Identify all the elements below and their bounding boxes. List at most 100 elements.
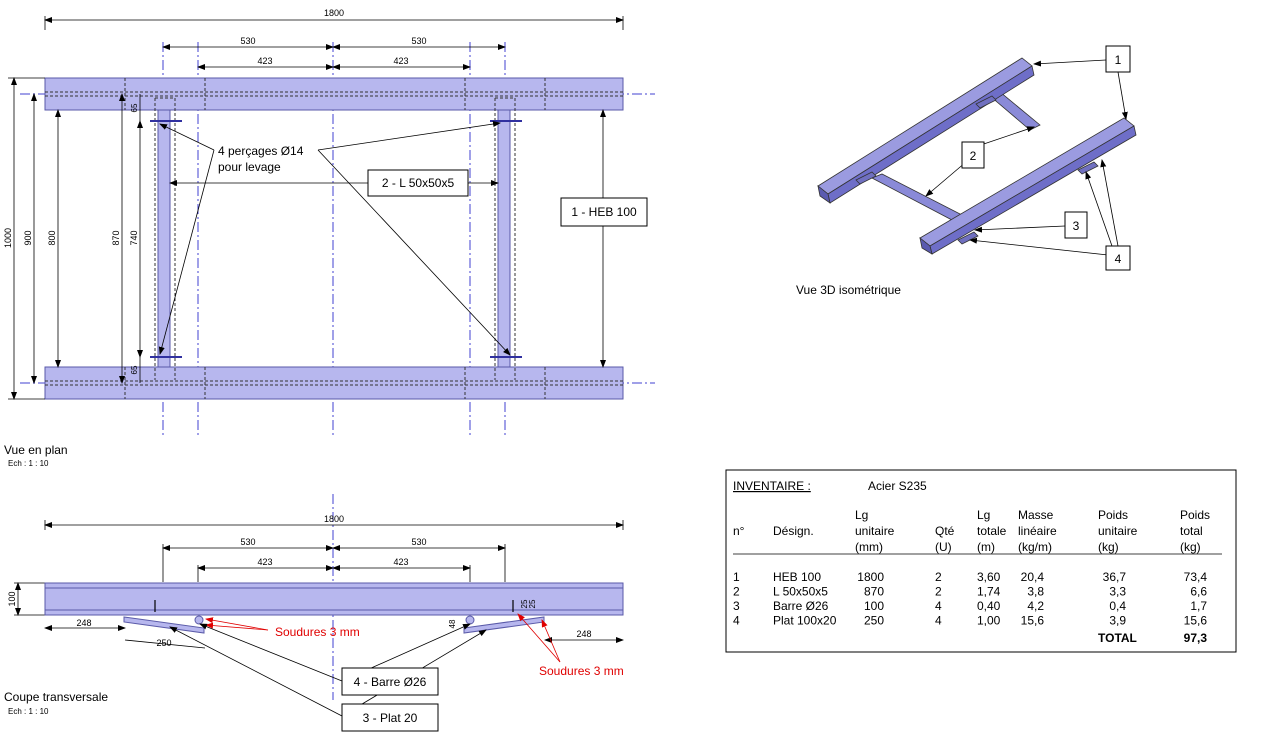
sec-dim-248-left: 248 [76,618,91,628]
hdr-qty-1: Qté [935,524,955,538]
sec-dim-25b: 25 [528,599,537,608]
iso-callout-1: 1 [1115,53,1122,67]
cell-total-length: 3,60 [977,570,1001,584]
hdr-uw-3: (kg) [1098,540,1119,554]
cell-designation: Barre Ø26 [773,599,829,613]
section-view-scale: Ech : 1 : 10 [8,707,49,716]
heb-beam-top [44,77,624,111]
section-plate-left [123,616,205,634]
weld-label-right: Soudures 3 mm [539,664,624,678]
cell-length: 870 [864,585,884,599]
sec-dim-half-left: 530 [240,537,255,547]
hdr-length-1: Lg [855,508,868,522]
plate-label: 3 - Plat 20 [363,711,418,725]
hdr-lm-1: Masse [1018,508,1054,522]
cell-qty: 4 [935,599,942,613]
section-view: 1800 530 530 423 423 100 248 248 250 48 … [4,494,624,732]
hdr-uw-1: Poids [1098,508,1128,522]
plate-label-box [341,703,439,732]
dim-1000: 1000 [3,228,13,248]
iso-callout-3: 3 [1073,219,1080,233]
plan-view-scale: Ech : 1 : 10 [8,459,49,468]
hdr-lm-3: (kg/m) [1018,540,1052,554]
cell-unit-weight: 3,3 [1109,585,1126,599]
cell-no: 4 [733,614,740,628]
iso-plate-4 [1077,161,1099,175]
sec-dim-inner-left: 423 [257,557,272,567]
iso-beam-back [817,57,1033,195]
cell-no: 3 [733,599,740,613]
dim-740: 740 [129,230,139,245]
cell-linear-mass: 4,2 [1027,599,1044,613]
sec-dim-overall: 1800 [324,514,344,524]
dim-870: 870 [111,230,121,245]
hdr-tl-2: totale [977,524,1007,538]
hdr-qty-2: (U) [935,540,952,554]
cell-no: 1 [733,570,740,584]
section-bar-right [465,615,475,625]
iso-plate-1 [975,95,997,109]
holes-label-1: 4 perçages Ø14 [218,144,304,158]
cell-unit-weight: 36,7 [1103,570,1127,584]
cell-designation: Plat 100x20 [773,614,837,628]
cell-total-length: 1,74 [977,585,1001,599]
inventory-table: INVENTAIRE : Acier S235 n° Désign. Lg un… [725,469,1237,653]
cell-linear-mass: 3,8 [1027,585,1044,599]
cell-length: 100 [864,599,884,613]
cell-linear-mass: 20,4 [1021,570,1045,584]
cell-qty: 2 [935,585,942,599]
cell-total-length: 1,00 [977,614,1001,628]
hdr-tw-1: Poids [1180,508,1210,522]
cell-total-weight: 6,6 [1190,585,1207,599]
iso-callout-4: 4 [1115,252,1122,266]
hdr-no: n° [733,524,745,538]
iso-plate-3 [957,231,979,245]
cell-qty: 4 [935,614,942,628]
dim-half-right: 530 [411,36,426,46]
angle-left [157,109,171,368]
cell-length: 250 [864,614,884,628]
cell-qty: 2 [935,570,942,584]
dim-overall: 1800 [324,8,344,18]
dim-65-bottom: 65 [130,365,139,374]
angle-label: 2 - L 50x50x5 [382,176,455,190]
cell-unit-weight: 0,4 [1109,599,1126,613]
sec-dim-250: 250 [156,638,171,648]
dim-half-left: 530 [240,36,255,46]
cell-designation: L 50x50x5 [773,585,828,599]
hdr-length-2: unitaire [855,524,895,538]
inventory-total-value: 97,3 [1184,631,1208,645]
beam-label: 1 - HEB 100 [571,205,637,219]
heb-beam-bottom [44,366,624,400]
sec-dim-48: 48 [448,619,457,628]
hdr-tl-1: Lg [977,508,990,522]
inventory-material: Acier S235 [868,479,927,493]
angle-right [497,109,511,368]
dim-inner-left: 423 [257,56,272,66]
iso-callout-2: 2 [970,149,977,163]
cell-length: 1800 [857,570,884,584]
holes-label-2: pour levage [218,160,281,174]
sec-dim-inner-right: 423 [393,557,408,567]
cell-linear-mass: 15,6 [1021,614,1045,628]
inventory-total-label: TOTAL [1098,631,1137,645]
iso-beam-front [919,117,1135,247]
dim-800: 800 [47,230,57,245]
iso-angle-b [871,173,963,221]
sec-dim-100: 100 [7,591,17,606]
hdr-uw-2: unitaire [1098,524,1138,538]
iso-view: 1 2 3 4 Vue 3D isométrique [796,45,1137,297]
hdr-designation: Désign. [773,524,814,538]
beam-label-box [560,197,648,227]
weld-label-left: Soudures 3 mm [275,625,360,639]
plan-view: 1800 530 530 423 423 1000 900 800 870 74… [3,8,655,468]
hdr-tw-2: total [1180,524,1203,538]
cell-no: 2 [733,585,740,599]
hdr-tw-3: (kg) [1180,540,1201,554]
bar-label: 4 - Barre Ø26 [354,675,427,689]
dim-inner-right: 423 [393,56,408,66]
